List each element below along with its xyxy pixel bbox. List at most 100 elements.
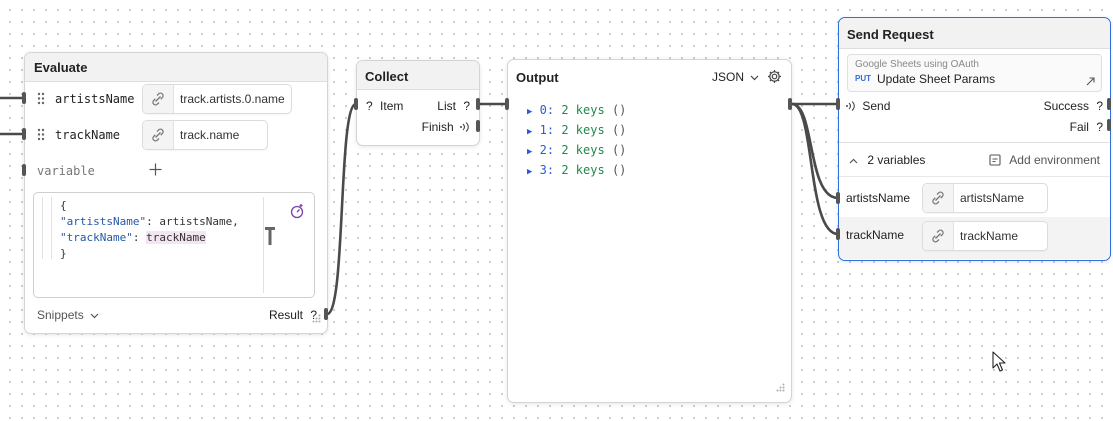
gear-icon[interactable] (767, 69, 782, 89)
request-config-card[interactable]: Google Sheets using OAuth PUT Update She… (847, 54, 1102, 92)
evaluate-node[interactable]: Evaluate artistsName track.artists.0.nam… (24, 52, 328, 334)
expand-triangle-icon[interactable]: ▶ (527, 147, 533, 157)
code-editor[interactable]: { "artistsName": artistsName, "trackName… (33, 192, 315, 298)
json-summary: 2 keys (561, 123, 605, 137)
add-environment-button[interactable]: Add environment (989, 153, 1100, 167)
code-content[interactable]: { "artistsName": artistsName, "trackName… (60, 198, 239, 262)
resize-handle-icon[interactable] (776, 379, 785, 397)
link-icon[interactable] (923, 222, 954, 250)
result-port[interactable] (324, 308, 328, 320)
result-output[interactable]: Result ? (269, 308, 317, 322)
chevron-down-icon (90, 313, 99, 319)
variable-value-text: trackName (960, 229, 1019, 243)
output-port[interactable] (788, 98, 792, 110)
code-value-trackname: trackName (146, 231, 206, 244)
json-tree-item[interactable]: ▶ 0: 2 keys () (527, 103, 626, 123)
fail-port[interactable] (1107, 119, 1111, 131)
output-node[interactable]: Output JSON ▶ 0: 2 keys () ▶ 1: 2 keys (… (507, 59, 792, 403)
output-input-port[interactable] (505, 98, 509, 110)
drag-handle-icon[interactable] (37, 128, 45, 146)
send-port[interactable] (836, 98, 840, 110)
item-input[interactable]: ? Item (366, 99, 403, 113)
evaluate-header[interactable] (25, 53, 327, 82)
drag-handle-icon[interactable] (37, 92, 45, 110)
finish-output[interactable]: Finish (422, 120, 470, 134)
environment-icon (989, 154, 1001, 166)
json-tree[interactable]: ▶ 0: 2 keys () ▶ 1: 2 keys () ▶ 2: 2 key… (527, 103, 626, 183)
signal-icon (846, 101, 855, 111)
editor-indent-guide (51, 197, 52, 259)
json-tree-item[interactable]: ▶ 2: 2 keys () (527, 143, 626, 163)
wire-output-to-trackname (790, 102, 840, 236)
code-brace-close: } (60, 247, 67, 260)
json-index: 0: (539, 103, 555, 117)
fail-help-icon[interactable]: ? (1096, 120, 1103, 134)
collect-title: Collect (365, 69, 409, 84)
wire-result-to-item (325, 102, 358, 316)
json-index: 2: (539, 143, 555, 157)
json-tree-item[interactable]: ▶ 3: 2 keys () (527, 163, 626, 183)
variable-value-trackname[interactable]: trackName (922, 221, 1048, 251)
mouse-cursor-icon (992, 351, 1006, 377)
expand-triangle-icon[interactable]: ▶ (527, 167, 533, 177)
snippets-dropdown[interactable]: Snippets (37, 308, 99, 322)
resize-handle-icon[interactable] (312, 310, 321, 328)
success-output[interactable]: Success ? (1044, 99, 1103, 113)
code-brace-open: { (60, 199, 67, 212)
item-port[interactable] (354, 98, 358, 110)
new-variable-input[interactable]: variable (37, 164, 95, 178)
output-title: Output (516, 70, 559, 85)
send-request-header[interactable] (839, 18, 1110, 49)
json-tree-item[interactable]: ▶ 1: 2 keys () (527, 123, 626, 143)
input-port[interactable] (22, 164, 26, 176)
input-value-text: track.name (180, 128, 240, 142)
list-help-icon[interactable]: ? (463, 99, 470, 113)
send-input[interactable]: Send (846, 99, 890, 113)
link-icon[interactable] (923, 184, 954, 212)
request-subtitle: Google Sheets using OAuth (855, 59, 979, 70)
json-paren: () (611, 103, 627, 117)
input-value-trackname[interactable]: track.name (142, 120, 268, 150)
link-icon[interactable] (143, 85, 174, 113)
input-value-artistsname[interactable]: track.artists.0.name (142, 84, 292, 114)
variable-name-trackname[interactable]: trackName (846, 228, 905, 242)
list-port[interactable] (476, 98, 480, 110)
chevron-down-icon (750, 75, 759, 81)
success-help-icon[interactable]: ? (1096, 99, 1103, 113)
json-paren: () (611, 123, 627, 137)
variables-toggle[interactable]: 2 variables (849, 153, 925, 167)
variable-port-artistsname[interactable] (836, 192, 840, 204)
list-output[interactable]: List ? (437, 99, 470, 113)
input-port[interactable] (22, 92, 26, 104)
http-method-badge: PUT (855, 74, 871, 83)
variables-count: 2 variables (867, 153, 926, 167)
input-port[interactable] (22, 128, 26, 140)
request-endpoint: Update Sheet Params (877, 72, 996, 86)
code-colon: : (132, 231, 147, 244)
finish-port[interactable] (476, 120, 480, 132)
chevron-up-icon (849, 158, 858, 164)
wire-output-to-artistsname (790, 102, 840, 200)
fail-output[interactable]: Fail ? (1070, 120, 1103, 134)
list-label: List (437, 99, 456, 113)
format-dropdown[interactable]: JSON (712, 70, 759, 84)
link-icon[interactable] (143, 121, 174, 149)
add-variable-plus-icon[interactable] (149, 163, 162, 181)
variable-port-trackname[interactable] (836, 228, 840, 240)
external-link-icon[interactable] (1086, 73, 1095, 91)
code-key-artistsname: "artistsName" (60, 215, 147, 228)
success-port[interactable] (1107, 98, 1111, 110)
expand-triangle-icon[interactable]: ▶ (527, 107, 533, 117)
input-name-trackname[interactable]: trackName (55, 128, 121, 142)
input-name-artistsname[interactable]: artistsName (55, 92, 135, 106)
item-label: Item (380, 99, 404, 113)
ai-sparkle-icon[interactable] (289, 203, 305, 224)
result-help-icon[interactable]: ? (310, 308, 317, 322)
item-help-icon[interactable]: ? (366, 99, 373, 113)
variable-value-artistsname[interactable]: artistsName (922, 183, 1048, 213)
send-request-node[interactable]: Send Request Google Sheets using OAuth P… (838, 17, 1111, 261)
collect-node[interactable]: Collect ? Item List ? Finish (356, 60, 480, 146)
variable-name-artistsname[interactable]: artistsName (846, 191, 911, 205)
collect-header[interactable] (357, 61, 479, 90)
expand-triangle-icon[interactable]: ▶ (527, 127, 533, 137)
